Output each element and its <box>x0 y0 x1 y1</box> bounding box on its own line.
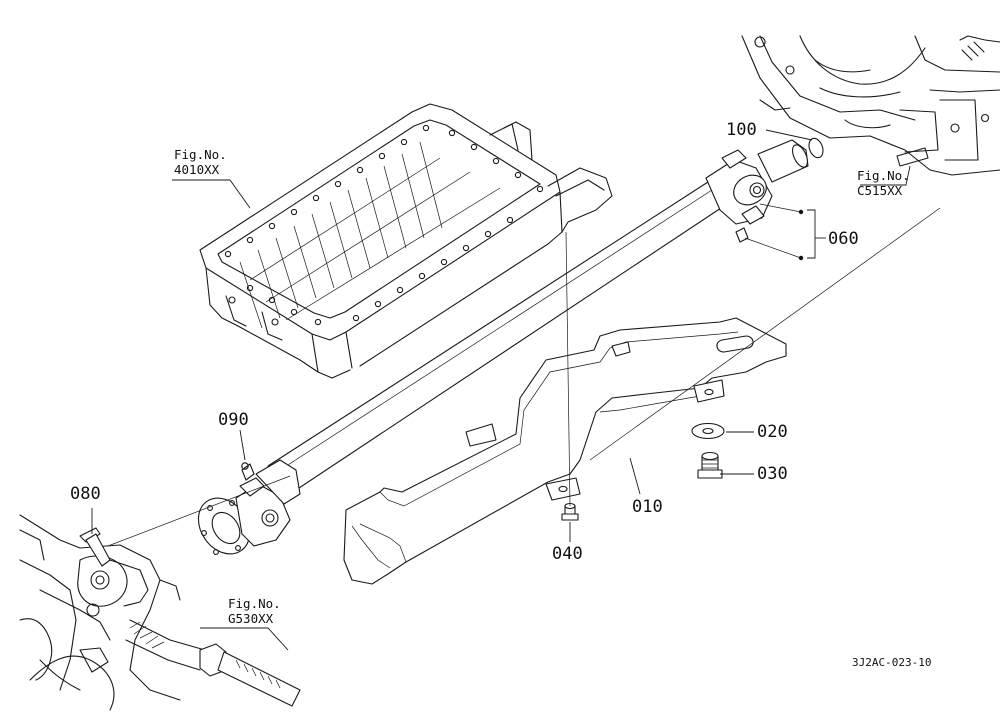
part-label-010[interactable]: 010 <box>632 497 663 517</box>
washer-020-drawing <box>691 422 725 440</box>
figure-ref-c515xx-line2: C515XX <box>857 183 903 198</box>
part-label-060[interactable]: 060 <box>828 229 859 249</box>
shaft-cover-drawing <box>343 317 787 585</box>
part-label-030[interactable]: 030 <box>757 464 788 484</box>
oil-pan-drawing <box>199 103 613 379</box>
figure-ref-4010xx-line1: Fig.No. <box>174 147 227 162</box>
drawing-code: 3J2AC-023-10 <box>852 656 932 669</box>
alignment-lines <box>107 203 941 547</box>
transmission-housing-drawing <box>741 35 1000 176</box>
front-axle-drawing <box>19 514 301 711</box>
part-label-080[interactable]: 080 <box>70 484 101 504</box>
part-label-040[interactable]: 040 <box>552 544 583 564</box>
figure-ref-4010xx-line2: 4010XX <box>174 162 220 177</box>
part-label-100[interactable]: 100 <box>726 120 757 140</box>
figure-ref-c515xx-line1: Fig.No. <box>857 168 910 183</box>
part-label-020[interactable]: 020 <box>757 422 788 442</box>
figure-ref-g530xx-line1: Fig.No. <box>228 596 281 611</box>
figure-ref-c515xx[interactable]: Fig.No. C515XX <box>857 168 910 198</box>
bolt-040-drawing <box>561 502 579 521</box>
leader-lines <box>91 129 911 651</box>
part-label-090[interactable]: 090 <box>218 410 249 430</box>
bolt-030-drawing <box>697 451 723 479</box>
figure-ref-g530xx-line2: G530XX <box>228 611 274 626</box>
propeller-shaft-drawing <box>197 137 824 555</box>
figure-ref-4010xx[interactable]: Fig.No. 4010XX <box>174 147 227 177</box>
figure-ref-g530xx[interactable]: Fig.No. G530XX <box>228 596 281 626</box>
